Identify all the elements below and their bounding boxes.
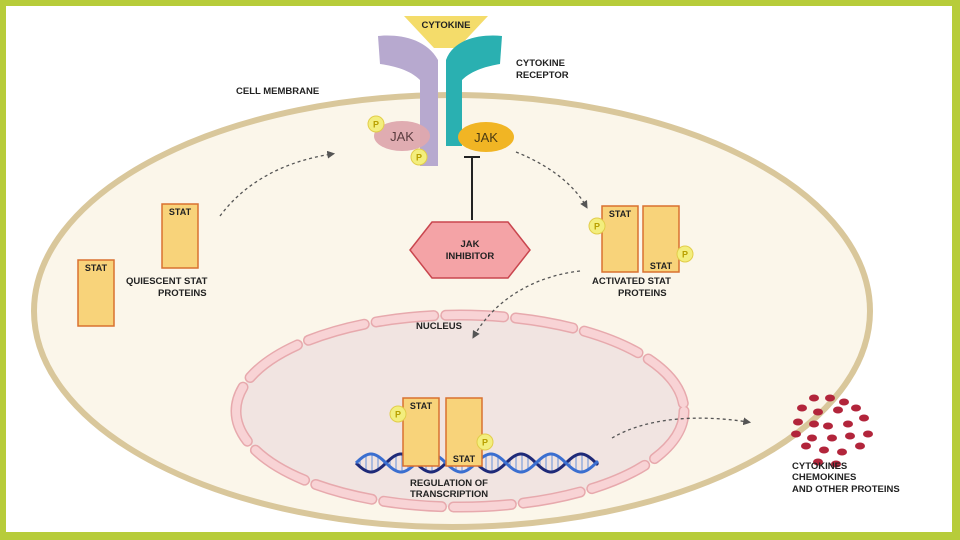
secreted-protein-dot	[819, 446, 829, 454]
secreted-protein-dot	[801, 442, 811, 450]
stat-label: STAT	[410, 401, 433, 411]
secreted-protein-dot	[813, 408, 823, 416]
stat-label: STAT	[85, 263, 108, 273]
activated-label-1: ACTIVATED STAT	[592, 276, 671, 287]
secreted-protein-dot	[825, 394, 835, 402]
secreted-protein-dot	[809, 420, 819, 428]
secreted-protein-dot	[831, 460, 841, 468]
secreted-protein-dot	[845, 432, 855, 440]
nuclear-envelope	[230, 309, 690, 513]
jak-left	[374, 121, 430, 151]
phospho-jak-left-top	[367, 115, 385, 133]
activated-label-2: PROTEINS	[618, 288, 667, 299]
jak-left-label: JAK	[390, 129, 414, 144]
stat-nuclear-2	[445, 397, 483, 467]
stat-label: STAT	[650, 261, 673, 271]
phospho-nuclear-2	[476, 433, 494, 451]
phospho-label: P	[373, 120, 379, 130]
jak-right	[458, 122, 514, 152]
secreted-protein-dot	[823, 422, 833, 430]
output-label-1: CYTOKINES	[792, 461, 847, 472]
receptor-chain-right	[446, 35, 502, 146]
phospho-label: P	[482, 438, 488, 448]
stat-nuclear-1	[402, 397, 440, 467]
phospho-label: P	[682, 250, 688, 260]
secreted-protein-dot	[859, 414, 869, 422]
stat-label: STAT	[453, 454, 476, 464]
secreted-protein-dot	[851, 404, 861, 412]
cytokine-receptor-label-2: RECEPTOR	[516, 70, 569, 81]
phospho-nuclear-1	[389, 405, 407, 423]
quiescent-label-1: QUIESCENT STAT	[126, 276, 208, 287]
cytokine-ligand	[404, 16, 488, 48]
nucleus-label: NUCLEUS	[416, 321, 462, 332]
arrow-transcription-to-output	[611, 417, 752, 439]
jak-inhibitor-label-2: INHIBITOR	[446, 251, 495, 262]
secreted-protein-dot	[833, 406, 843, 414]
secreted-protein-dot	[809, 394, 819, 402]
secreted-protein-dot	[843, 420, 853, 428]
stat-activated-2	[642, 205, 680, 273]
secreted-protein-dot	[855, 442, 865, 450]
secreted-protein-dot	[827, 434, 837, 442]
secreted-protein-dot	[813, 458, 823, 466]
jak-stat-diagram: CYTOKINE JAK P P JAK CYTOKINE RECEPTOR C…	[31, 16, 900, 530]
output-label-2: CHEMOKINES	[792, 472, 856, 483]
quiescent-label-2: PROTEINS	[158, 288, 207, 299]
secreted-protein-dot	[839, 398, 849, 406]
secreted-proteins	[791, 394, 873, 468]
stat-label: STAT	[169, 207, 192, 217]
secreted-protein-dot	[807, 434, 817, 442]
stat-quiescent-1	[161, 203, 199, 269]
cytokine-receptor-label-1: CYTOKINE	[516, 58, 565, 69]
phospho-jak-left-bottom	[410, 148, 428, 166]
secreted-protein-dot	[863, 430, 873, 438]
phospho-label: P	[416, 153, 422, 163]
secreted-protein-dot	[837, 448, 847, 456]
stat-activated-1	[601, 205, 639, 273]
cytokine-label: CYTOKINE	[422, 20, 471, 31]
arrow-quiescent-to-receptor	[219, 150, 336, 217]
regulation-label-2: TRANSCRIPTION	[410, 489, 488, 500]
secreted-protein-dot	[797, 404, 807, 412]
jak-inhibitor-label-1: JAK	[460, 239, 479, 250]
phospho-label: P	[594, 222, 600, 232]
output-label-3: AND OTHER PROTEINS	[792, 484, 900, 495]
secreted-protein-dot	[791, 430, 801, 438]
phospho-activated-1	[588, 217, 606, 235]
cell-membrane-label: CELL MEMBRANE	[236, 86, 319, 97]
phospho-activated-2	[676, 245, 694, 263]
jak-inhibitor-hexagon	[409, 221, 531, 279]
diagram-canvas: CYTOKINE JAK P P JAK CYTOKINE RECEPTOR C…	[6, 6, 952, 532]
phospho-label: P	[395, 410, 401, 420]
stat-quiescent-2	[77, 259, 115, 327]
regulation-label-1: REGULATION OF	[410, 478, 488, 489]
secreted-protein-dot	[793, 418, 803, 426]
stat-label: STAT	[609, 209, 632, 219]
jak-right-label: JAK	[474, 130, 498, 145]
arrow-activated-to-nucleus	[472, 270, 581, 339]
